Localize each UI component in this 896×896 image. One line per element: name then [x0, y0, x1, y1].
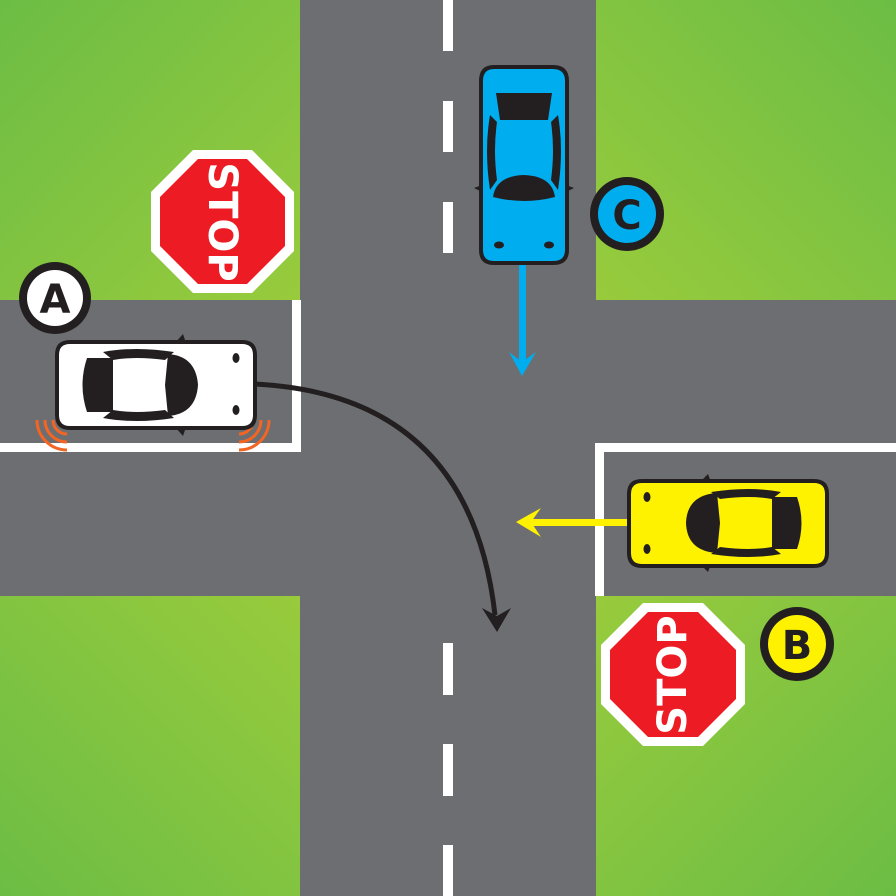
badge-label: C	[612, 193, 641, 239]
sensor-waves-icon	[35, 419, 271, 452]
badge-label: B	[782, 623, 813, 669]
car-a	[35, 334, 271, 452]
car-c-straight-arrow	[509, 262, 536, 376]
stop-sign-northwest: STOP	[151, 150, 294, 293]
car-b-straight-arrow	[516, 508, 630, 537]
vehicle-badge-b: B	[760, 607, 834, 681]
grass-southwest	[0, 596, 300, 896]
vehicle-badge-c: C	[590, 177, 664, 251]
car-a-turn-arrow	[254, 381, 511, 632]
grass-northeast	[596, 0, 896, 300]
car-b	[627, 474, 829, 572]
badge-label: A	[40, 277, 71, 323]
lane-dashes-north	[443, 0, 453, 253]
stop-line-west	[0, 300, 301, 452]
stop-sign-label: STOP	[650, 615, 696, 734]
vehicle-badge-a: A	[19, 262, 91, 334]
stop-sign-southeast: STOP	[601, 603, 745, 746]
stop-sign-label: STOP	[199, 162, 245, 281]
lane-dashes-south	[443, 643, 453, 896]
car-c	[474, 65, 574, 265]
